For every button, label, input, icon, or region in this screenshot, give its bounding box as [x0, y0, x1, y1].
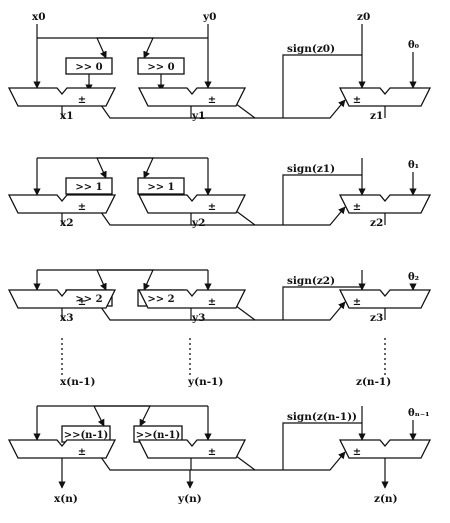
y-to-shift-x [96, 157, 208, 179]
adder-z-sign: ± [353, 95, 361, 106]
y-out-label: y1 [191, 110, 205, 122]
x-out-label: x1 [60, 110, 74, 122]
x-to-shift-y [37, 405, 151, 427]
shifter-x-label: >> 2 [75, 294, 102, 305]
x-to-shift-y [37, 269, 154, 291]
adder-y-sign: ± [208, 202, 216, 213]
theta-label: θₙ₋₁ [408, 408, 430, 419]
adder-z [338, 439, 432, 459]
adder-y [137, 194, 247, 214]
output-x-label: x(n) [54, 493, 78, 505]
y-to-shift-x [96, 269, 208, 291]
shifter-x-label: >>(n-1) [64, 430, 109, 441]
theta-label: θ₂ [408, 272, 419, 283]
adder-y [137, 439, 247, 459]
sign-to-z-adder [283, 301, 346, 321]
adder-y-sign: ± [208, 447, 216, 458]
sign-label: sign(z0) [287, 43, 335, 55]
z-out-label: z3 [370, 312, 383, 324]
shifter-x-label: >> 1 [75, 182, 102, 193]
shifter-y-label: >> 1 [147, 182, 174, 193]
adder-z-sign: ± [353, 202, 361, 213]
adder-x [7, 439, 117, 459]
sign-label: sign(z2) [287, 275, 335, 287]
adder-x-sign: ± [78, 202, 86, 213]
adder-x [7, 87, 117, 107]
input-z-label: z0 [357, 11, 370, 23]
adder-x-sign: ± [78, 95, 86, 106]
input-x-label: x0 [32, 11, 46, 23]
x-out-label: x3 [60, 312, 74, 324]
adder-y-sign: ± [208, 297, 216, 308]
shifter-x [65, 57, 113, 75]
adder-z [338, 289, 432, 309]
adder-y [137, 289, 247, 309]
sign-line [282, 174, 362, 225]
shifter-y-label: >>(n-1) [136, 430, 181, 441]
sign-line [282, 54, 362, 118]
theta-label: θ₀ [408, 40, 420, 51]
x-out-label: x2 [60, 217, 74, 229]
y-n1-label: y(n-1) [187, 376, 223, 388]
output-y-label: y(n) [177, 493, 202, 505]
adder-z-sign: ± [353, 297, 361, 308]
output-z-label: z(n) [374, 493, 398, 505]
shifter-y-label: >> 2 [147, 294, 174, 305]
adder-y-sign: ± [208, 95, 216, 106]
y-out-label: y3 [191, 312, 205, 324]
sign-line [282, 286, 362, 320]
sign-line [282, 422, 362, 470]
sign-to-z-adder [283, 206, 346, 226]
adder-x [7, 289, 117, 309]
y-to-shift-x [93, 405, 208, 427]
theta-label: θ₁ [408, 160, 419, 171]
shifter-y [137, 177, 185, 195]
x-to-shift-y [37, 157, 154, 179]
shifter-y-label: >> 0 [147, 62, 174, 73]
shifter-x [65, 177, 113, 195]
y-to-shift-x [96, 37, 208, 59]
shifter-x-label: >> 0 [75, 62, 102, 73]
x-n1-label: x(n-1) [60, 376, 96, 388]
input-y-label: y0 [202, 11, 216, 23]
sign-label: sign(z(n-1)) [287, 411, 357, 423]
adder-z [338, 194, 432, 214]
sign-to-z-adder [283, 99, 346, 119]
adder-y [137, 87, 247, 107]
adder-x-sign: ± [78, 447, 86, 458]
x-to-shift-y [37, 37, 154, 59]
adder-x [7, 194, 117, 214]
z-out-label: z1 [370, 110, 383, 122]
shifter-y [137, 57, 185, 75]
z-out-label: z2 [370, 217, 383, 229]
adder-x-sign: ± [78, 297, 86, 308]
adder-z [338, 87, 432, 107]
sign-label: sign(z1) [287, 163, 335, 175]
z-n1-label: z(n-1) [356, 376, 391, 388]
sign-to-z-adder [283, 451, 346, 471]
y-out-label: y2 [191, 217, 205, 229]
adder-z-sign: ± [353, 447, 361, 458]
